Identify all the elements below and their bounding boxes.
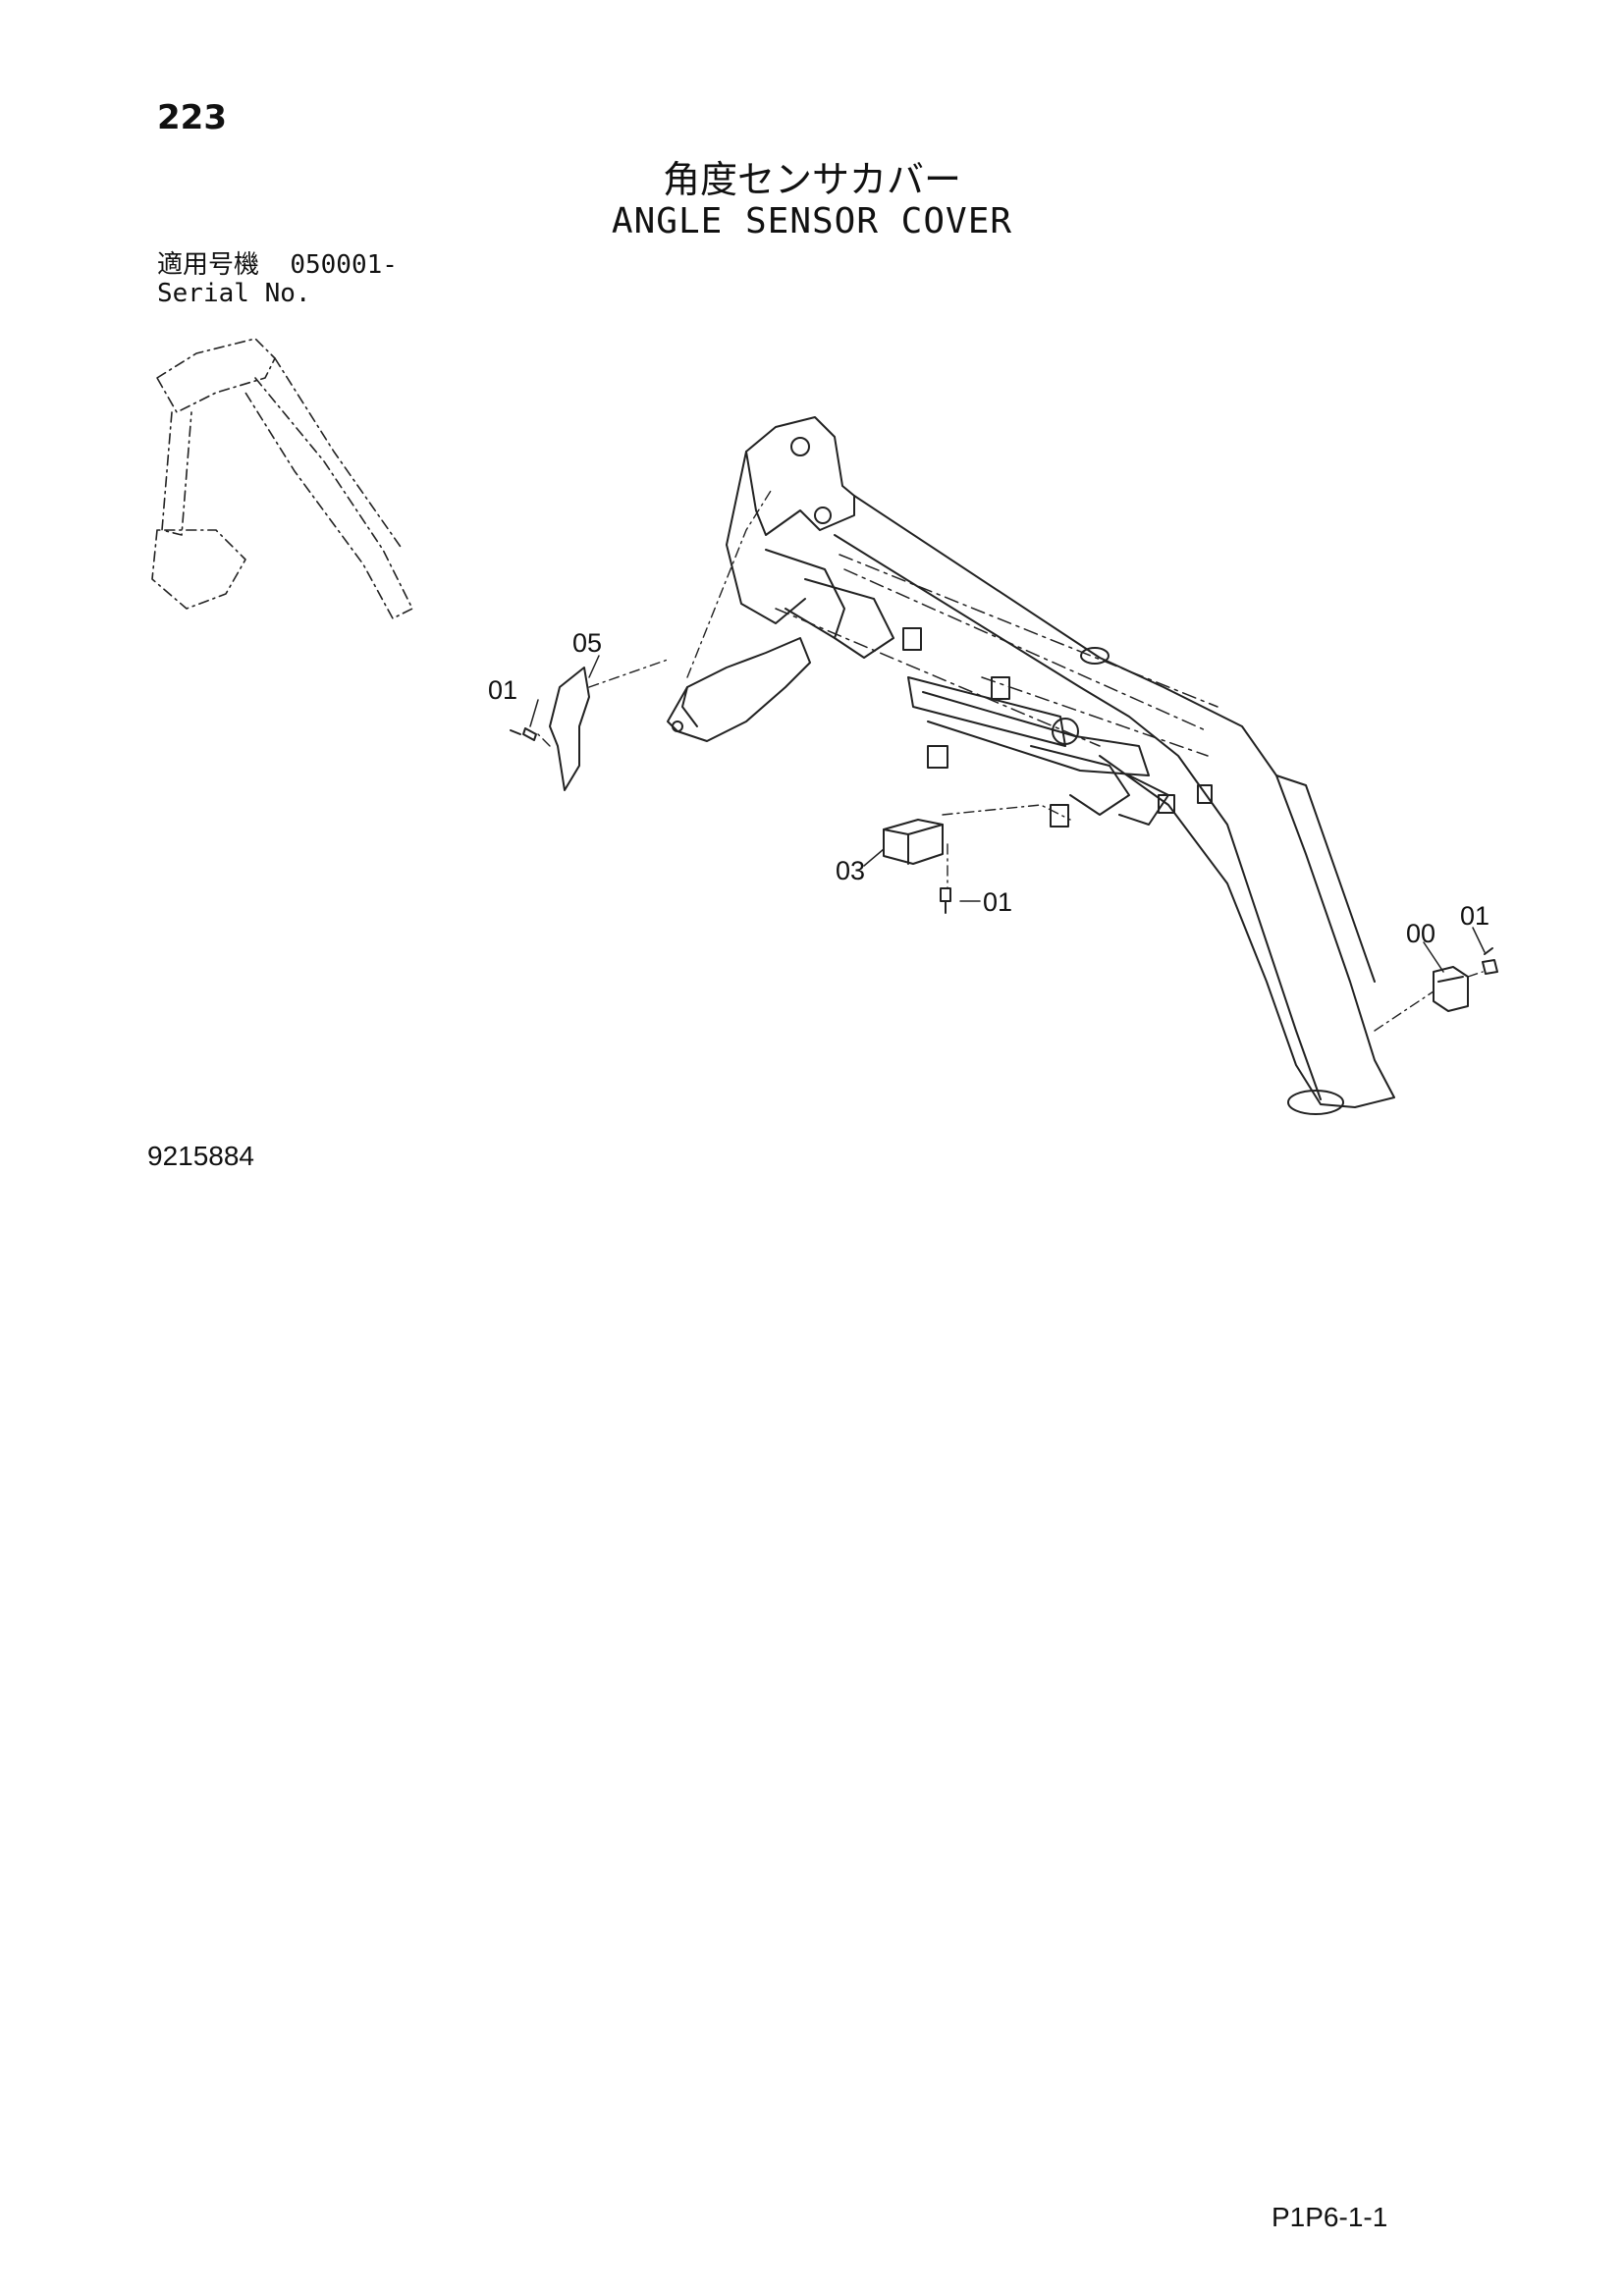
serial-label-en: Serial No.: [157, 279, 311, 308]
serial-row-jp: 適用号機 050001-: [157, 251, 398, 280]
serial-applicability: 適用号機 050001- Serial No.: [157, 251, 398, 308]
callout-01-mid: 01: [983, 887, 1012, 917]
serial-from: 050001-: [290, 250, 398, 280]
callout-00: 00: [1406, 919, 1435, 948]
callout-01-left: 01: [488, 675, 517, 705]
part-03-block: [883, 804, 1071, 889]
arm-assembly: [726, 416, 1395, 1115]
drawing-number: 9215884: [147, 1141, 255, 1171]
callout-05: 05: [572, 628, 602, 658]
screw-01-left: [510, 727, 537, 741]
footer-page-code: P1P6-1-1: [1272, 2202, 1388, 2232]
page-title-en: ANGLE SENSOR COVER: [611, 201, 1013, 241]
callout-03: 03: [836, 856, 865, 885]
page-title-jp: 角度センサカバー: [662, 158, 961, 201]
screw-01-mid: [940, 887, 951, 914]
part-05-cover: [534, 490, 811, 791]
part-00-sensor: [1374, 966, 1484, 1032]
callout-01-right: 01: [1460, 901, 1489, 931]
excavator-thumbnail: [151, 338, 413, 619]
serial-label-jp: 適用号機: [157, 250, 260, 280]
screw-01-right: [1482, 947, 1498, 975]
page-number: 223: [157, 98, 227, 137]
